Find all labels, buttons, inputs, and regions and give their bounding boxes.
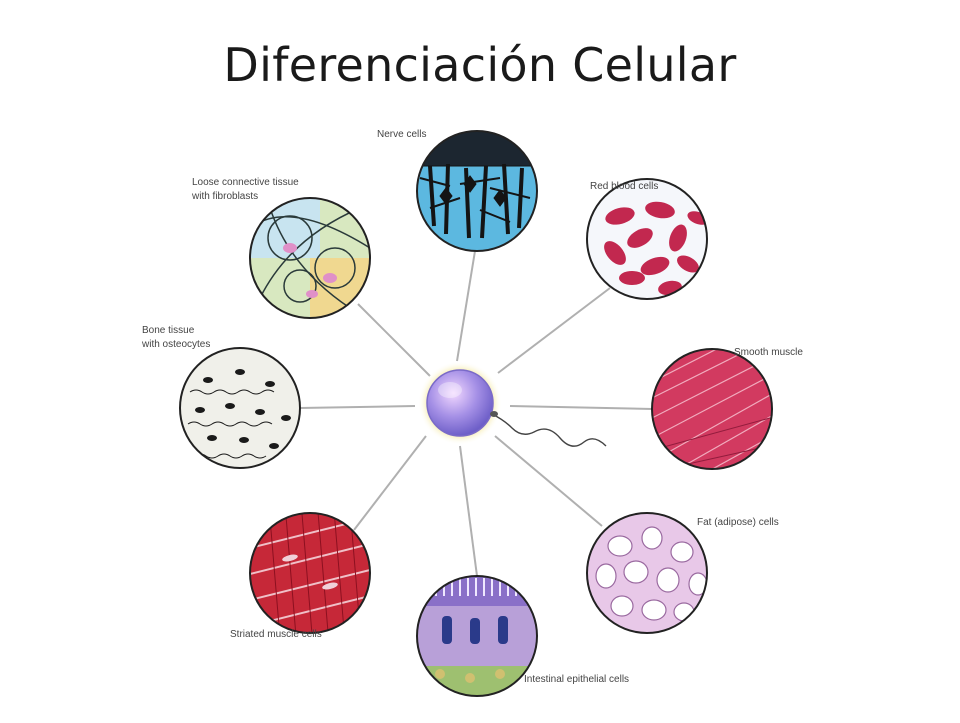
intestinal-epithelial-cells-label: Intestinal epithelial cells: [524, 674, 630, 685]
smooth-muscle-circle: [651, 348, 773, 470]
bone-tissue-circle: [179, 347, 301, 469]
loose-connective-tissue-label-line2: with fibroblasts: [192, 191, 259, 202]
slide-title: Diferenciación Celular: [223, 38, 737, 92]
red-blood-cells-circle: [586, 178, 708, 300]
red-blood-cells-label: Red blood cells: [590, 181, 659, 192]
bone-tissue-label-line1: Bone tissue: [142, 325, 195, 336]
loose-connective-tissue-circle: [249, 197, 371, 319]
nerve-cells-circle: [416, 130, 538, 252]
zygote-cell: [418, 361, 607, 447]
cell-differentiation-diagram: Nerve cells Red blood cells Smooth muscl…: [130, 118, 850, 718]
diagram-svg: [179, 130, 773, 697]
loose-connective-tissue-label-line1: Loose connective tissue: [192, 177, 299, 188]
bone-tissue-label-line2: with osteocytes: [142, 339, 211, 350]
bone-tissue-label: Bone tissue with osteocytes: [142, 324, 210, 352]
striated-muscle-cells-label: Striated muscle cells: [230, 629, 322, 640]
smooth-muscle-label: Smooth muscle: [734, 347, 803, 358]
nerve-cells-label: Nerve cells: [377, 129, 427, 140]
connector-lines: [299, 250, 654, 577]
fat-adipose-cells-circle: [586, 512, 708, 634]
intestinal-epithelial-cells-circle: [416, 575, 538, 697]
fat-adipose-cells-label: Fat (adipose) cells: [697, 517, 779, 528]
striated-muscle-cells-circle: [249, 512, 371, 634]
loose-connective-tissue-label: Loose connective tissue with fibroblasts: [192, 176, 299, 204]
